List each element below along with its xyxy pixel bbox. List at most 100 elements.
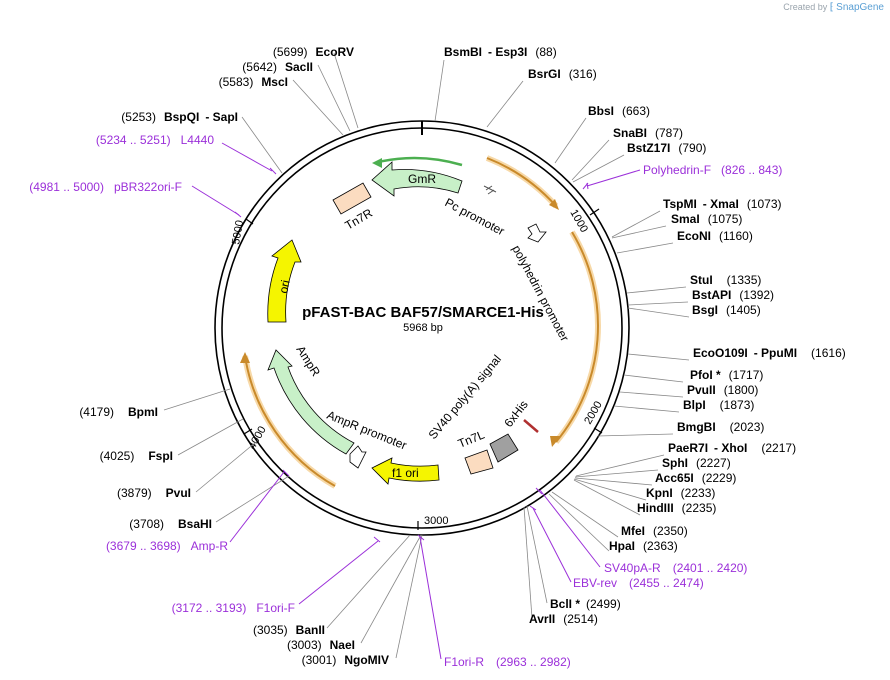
tick-5000 bbox=[245, 218, 254, 225]
primer-ebv-rev: EBV-rev(2455 .. 2474) bbox=[573, 576, 704, 590]
site-smai: SmaI(1075) bbox=[671, 212, 742, 226]
leader-hindiii bbox=[573, 479, 641, 516]
leader-bstapi bbox=[627, 301, 689, 306]
orf-arc-left-arrowhead bbox=[240, 352, 250, 363]
leader-kpni bbox=[573, 478, 647, 501]
site-bstapi: BstAPI(1392) bbox=[692, 288, 774, 302]
primer-leader-lines bbox=[191, 142, 641, 660]
gmr-label: GmR bbox=[408, 172, 436, 186]
site-bspqi-sapi: (5253)BspQI- SapI bbox=[121, 110, 238, 124]
tn7l-label: Tn7L bbox=[456, 427, 487, 450]
leader-pvuii bbox=[619, 391, 684, 398]
site-stui: StuI(1335) bbox=[690, 273, 761, 287]
leader-blpi bbox=[613, 405, 680, 413]
tick-2000 bbox=[593, 427, 603, 434]
site-ecoo109i-ppumi: EcoO109I- PpuMI(1616) bbox=[693, 346, 846, 360]
leader-tspmi bbox=[611, 210, 661, 238]
sv40-polya-label: SV40 poly(A) signal bbox=[426, 352, 504, 442]
gmr-arrow bbox=[371, 161, 463, 197]
site-ecorv: (5699)EcoRV bbox=[273, 45, 354, 59]
primer-mark-polyhedrin-f bbox=[582, 182, 589, 190]
leader-ecoo109i bbox=[627, 353, 690, 361]
leader-sphi bbox=[574, 469, 659, 478]
site-avrii: AvrII(2514) bbox=[529, 612, 598, 626]
leader-stui bbox=[626, 286, 687, 294]
primer-mark-f1ori-r bbox=[417, 534, 425, 541]
primer-mark-amp-r bbox=[282, 469, 290, 477]
primer-polyhedrin-f: Polyhedrin-F(826 .. 843) bbox=[643, 163, 782, 177]
site-econi: EcoNI(1160) bbox=[677, 229, 753, 243]
site-hpai: HpaI(2363) bbox=[609, 539, 678, 553]
site-acc65i: Acc65I(2229) bbox=[655, 471, 736, 485]
gmr-upper-arc-arrowhead bbox=[372, 158, 382, 168]
primer-labels: Polyhedrin-F(826 .. 843) SV40pA-R(2401 .… bbox=[29, 133, 782, 669]
primer-leader-l4440 bbox=[221, 142, 273, 172]
pc-promoter-mark bbox=[483, 185, 497, 195]
site-msci: (5583)MscI bbox=[219, 75, 288, 89]
primer-leader-polyhedrin-f bbox=[586, 169, 641, 187]
tick-1000 bbox=[589, 208, 600, 216]
site-leader-lines bbox=[163, 52, 690, 659]
site-sacii: (5642)SacII bbox=[242, 60, 313, 74]
orf-arcs bbox=[240, 155, 601, 489]
site-bstz17i: BstZ17I(790) bbox=[627, 141, 706, 155]
site-pvui: (3879)PvuI bbox=[117, 486, 191, 500]
plasmid-name: pFAST-BAC BAF57/SMARCE1-His bbox=[302, 304, 544, 321]
credit-watermark: Created by ⁅ SnapGene bbox=[783, 2, 884, 13]
orf-arc-right-top-halo bbox=[485, 155, 559, 209]
site-naei: (3003)NaeI bbox=[287, 638, 355, 652]
site-pfoi: PfoI *(1717) bbox=[690, 368, 763, 382]
leader-mfei bbox=[551, 491, 619, 538]
6xhis-label: 6xHis bbox=[501, 398, 531, 430]
site-paer7i-xhoi: PaeR7I- XhoI(2217) bbox=[668, 441, 796, 455]
tn7l-box bbox=[464, 449, 494, 475]
primer-pbr322ori-f: (4981 .. 5000)pBR322ori-F bbox=[29, 180, 182, 194]
tick-label-5000: 5000 bbox=[230, 219, 246, 245]
leader-bcli bbox=[526, 505, 548, 604]
primer-leader-sv40pa-r bbox=[539, 489, 601, 568]
site-pvuii: PvuII(1800) bbox=[687, 383, 758, 397]
ampr-promoter-arrow bbox=[349, 445, 367, 469]
site-kpni: KpnI(2233) bbox=[646, 486, 715, 500]
credit-brand: SnapGene bbox=[836, 2, 884, 13]
site-bsgi: BsgI(1405) bbox=[692, 303, 761, 317]
tick-label-2000: 2000 bbox=[582, 399, 605, 426]
leader-bsgi bbox=[627, 307, 690, 318]
f1-ori-label: f1 ori bbox=[392, 466, 419, 480]
primer-f1ori-f: (3172 .. 3193)F1ori-F bbox=[172, 601, 295, 615]
pc-promoter-label: Pc promoter bbox=[443, 195, 507, 238]
ori-label: ori bbox=[276, 279, 292, 295]
site-bmgbi: BmgBI(2023) bbox=[677, 420, 764, 434]
orf-arc-left bbox=[244, 355, 336, 487]
f1-ori-arrow bbox=[371, 457, 440, 485]
ori-arrow bbox=[267, 239, 302, 323]
tick-label-3000: 3000 bbox=[424, 515, 448, 527]
leader-bmgbi bbox=[597, 433, 674, 437]
primer-leader-pbr322ori-f bbox=[191, 185, 240, 216]
leader-ecorv bbox=[333, 52, 359, 129]
leader-bpmi bbox=[163, 388, 231, 411]
primer-amp-r: (3679 .. 3698)Amp-R bbox=[106, 539, 228, 553]
orf-arc-right-top-arrowhead bbox=[549, 199, 559, 210]
leader-bsmbi bbox=[434, 59, 445, 122]
leader-snabi bbox=[571, 139, 610, 181]
polyhedrin-promoter-label: polyhedrin promoter bbox=[509, 243, 571, 344]
features: GmR Tn7R Pc promoter polyhedrin promoter… bbox=[267, 156, 572, 485]
site-sphi: SphI(2227) bbox=[662, 456, 731, 470]
leader-msci bbox=[292, 79, 344, 136]
ampr-arrow bbox=[267, 349, 355, 455]
leader-paer7i bbox=[575, 454, 665, 477]
primer-mark-l4440 bbox=[269, 167, 277, 175]
primer-mark-f1ori-f bbox=[373, 536, 381, 543]
primer-leader-amp-r bbox=[229, 471, 285, 543]
polyhedrin-promoter-arrow bbox=[527, 223, 547, 243]
leader-banii bbox=[326, 534, 411, 629]
site-hindiii: HindIII(2235) bbox=[637, 501, 716, 515]
tn7r-box bbox=[332, 182, 372, 215]
plasmid-size: 5968 bp bbox=[403, 322, 443, 334]
site-bsahi: (3708)BsaHI bbox=[129, 517, 212, 531]
orf-arc-right-main bbox=[555, 231, 599, 443]
tick-label-1000: 1000 bbox=[567, 208, 590, 235]
site-bbsi: BbsI(663) bbox=[588, 104, 650, 118]
site-blpi: BlpI(1873) bbox=[683, 398, 754, 412]
